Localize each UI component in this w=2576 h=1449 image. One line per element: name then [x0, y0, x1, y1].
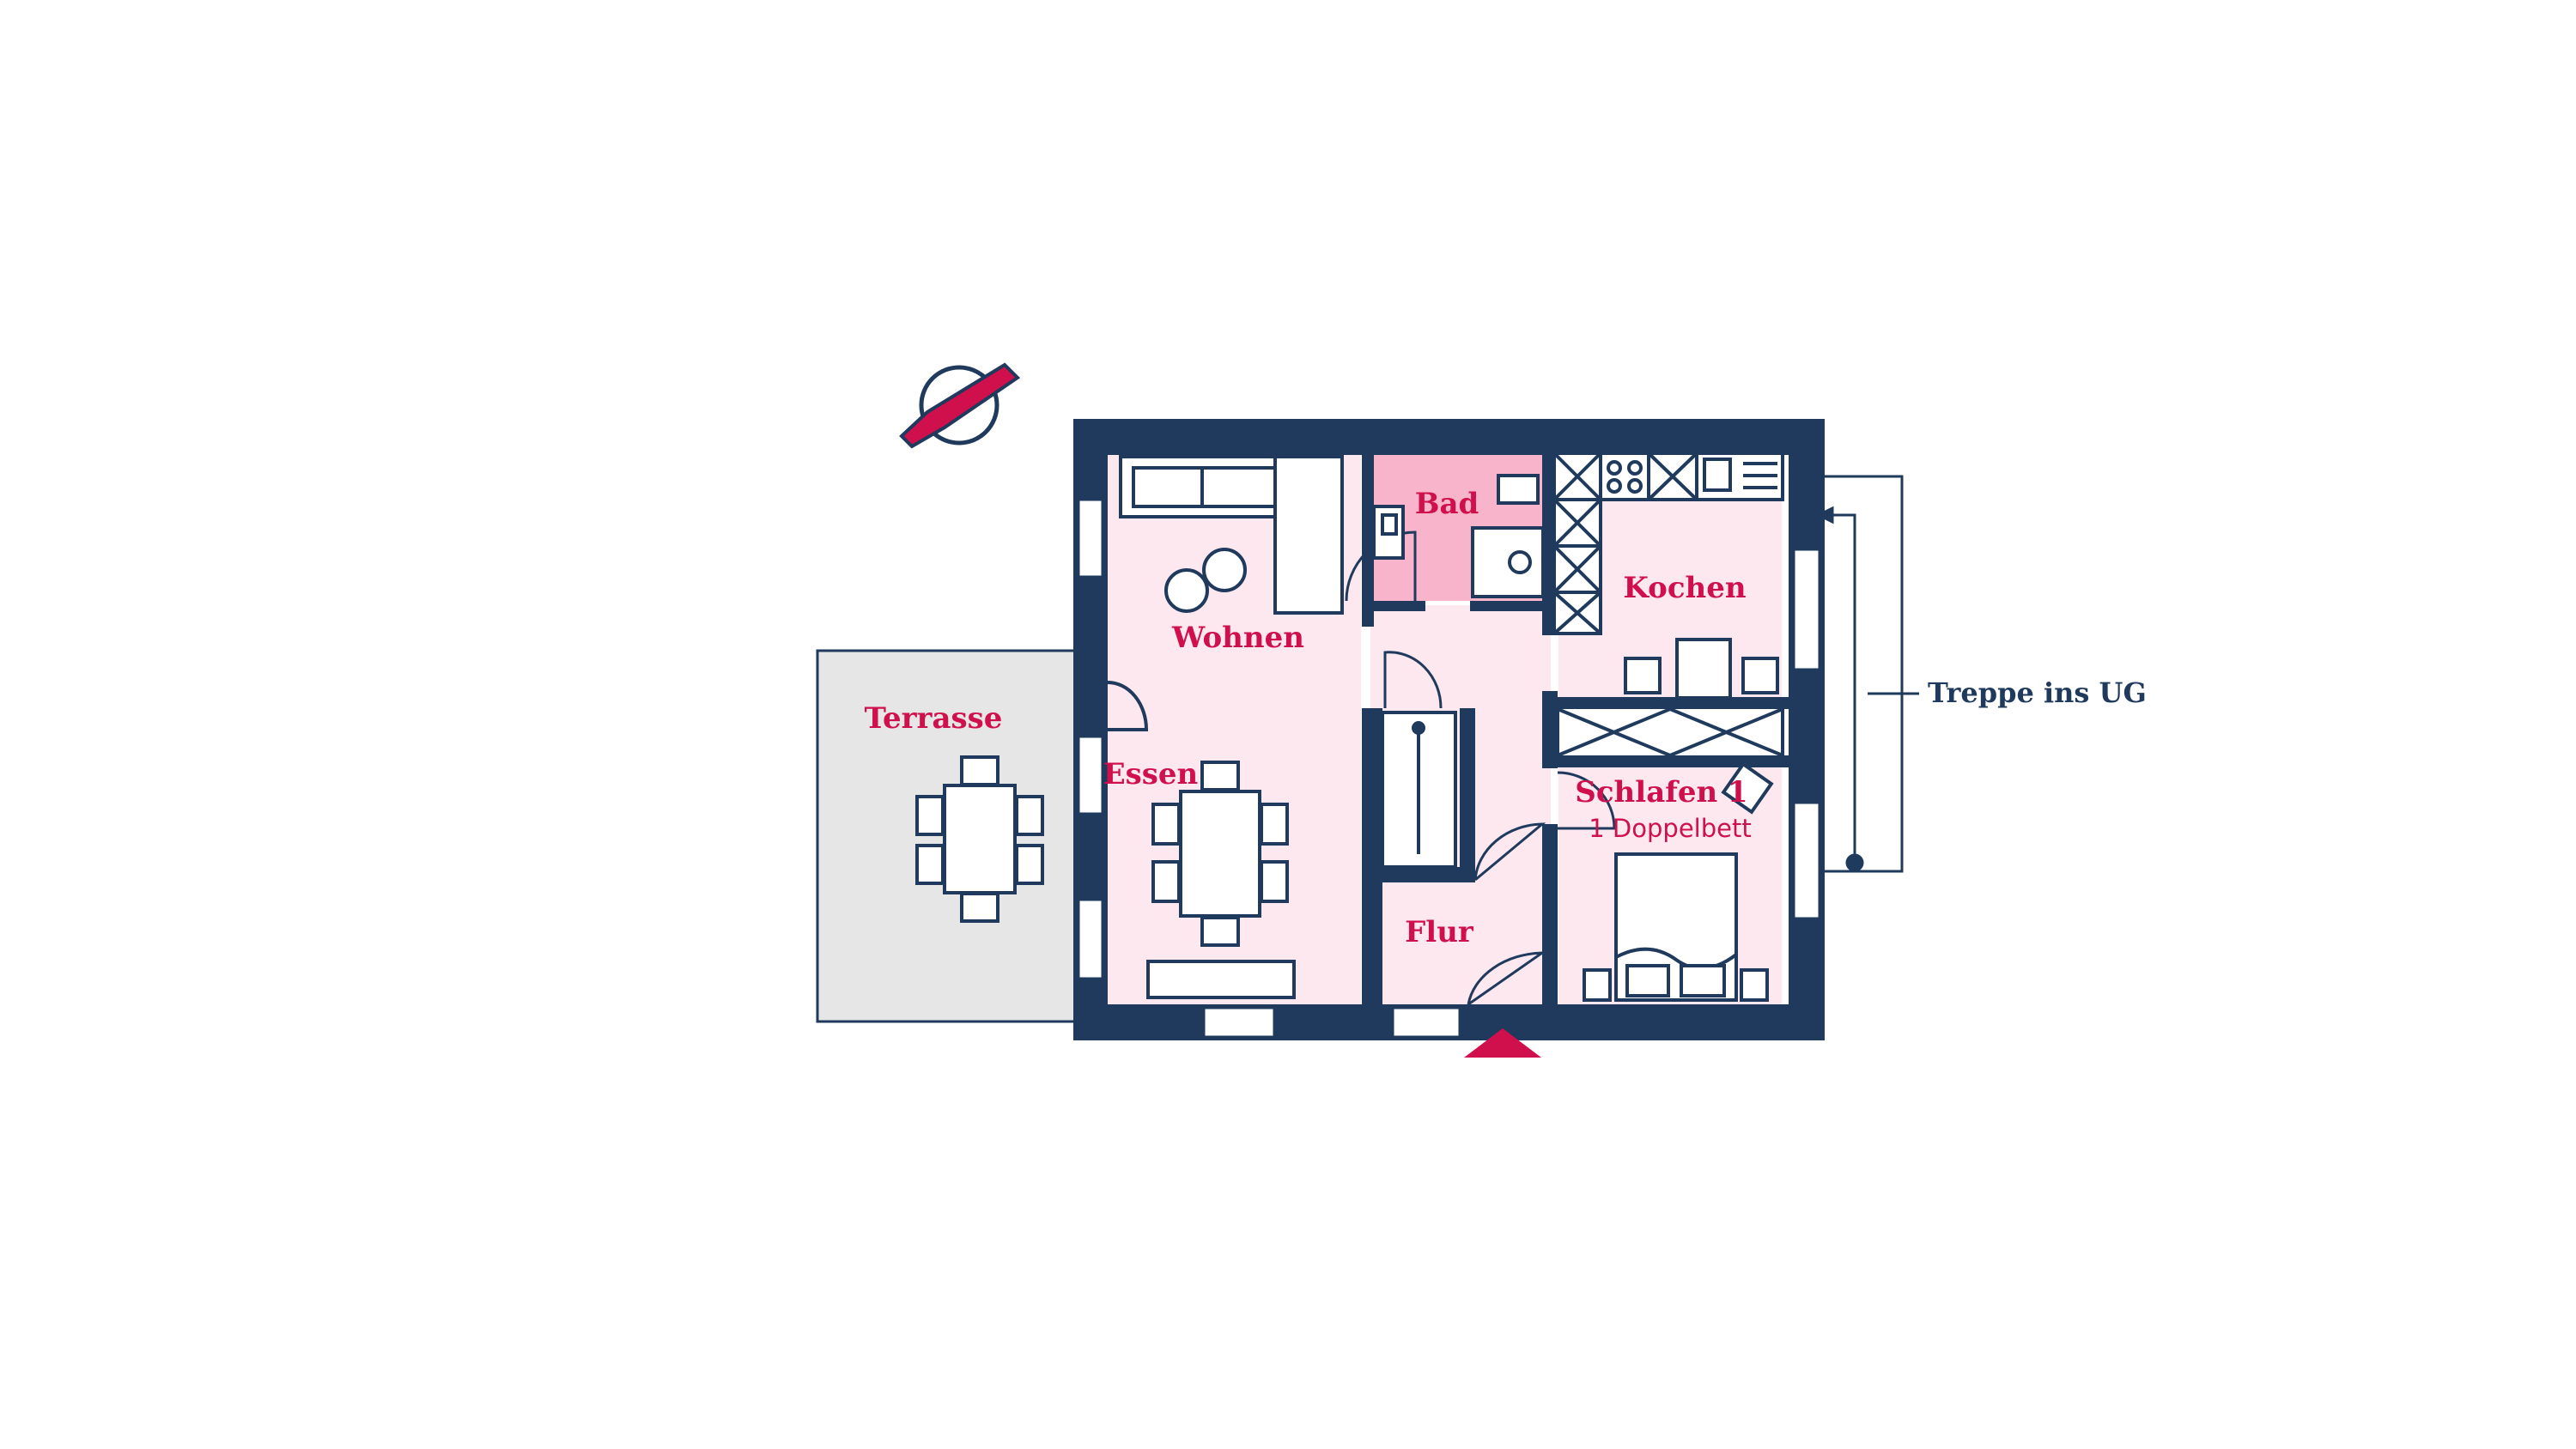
entrance-arrow-icon	[1464, 1028, 1541, 1058]
label-schlafen: Schlafen 1	[1575, 775, 1747, 809]
bath-fixtures	[1372, 474, 1545, 598]
windows	[1077, 498, 1821, 1039]
kitchen-table	[1624, 638, 1779, 700]
kitchen-counter	[1552, 452, 1784, 635]
label-terrasse: Terrasse	[865, 701, 1003, 736]
label-essen: Essen	[1103, 757, 1199, 791]
sideboard	[1146, 960, 1296, 999]
dining-table	[1151, 761, 1289, 947]
terrace-table	[915, 755, 1044, 923]
doors	[1107, 530, 1616, 1006]
double-bed	[1583, 761, 1774, 1002]
sofa	[1119, 455, 1344, 615]
label-wohnen: Wohnen	[1171, 621, 1304, 655]
wardrobe	[1556, 706, 1784, 758]
label-bad: Bad	[1415, 487, 1479, 521]
stair-shaft	[1381, 711, 1457, 869]
compass-icon	[899, 362, 1021, 449]
label-flur: Flur	[1405, 915, 1474, 949]
label-kochen: Kochen	[1623, 571, 1746, 605]
label-stairs: Treppe ins UG	[1928, 676, 2147, 709]
stairs-annotation-lines	[1815, 475, 1919, 873]
side-tables	[1164, 548, 1247, 613]
label-schlafen-sub: 1 Doppelbett	[1589, 814, 1751, 843]
